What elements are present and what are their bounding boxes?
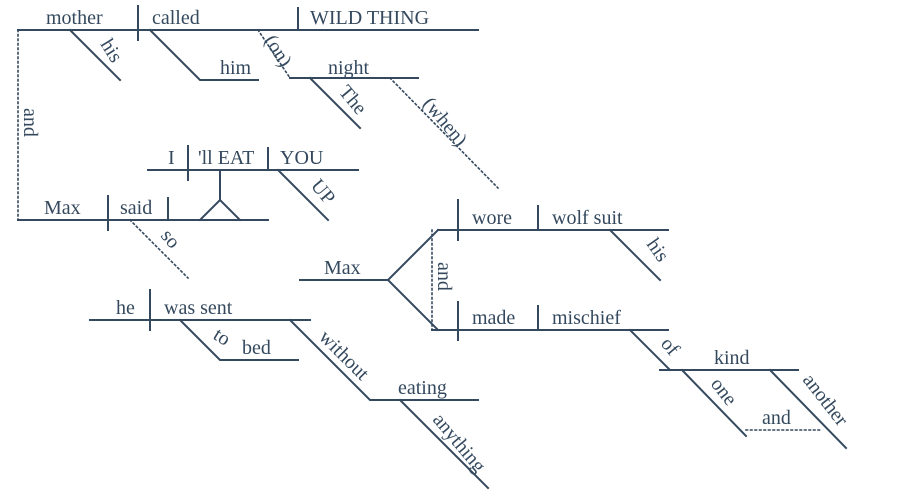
word-max-2: Max xyxy=(324,257,361,279)
modifier-line-one xyxy=(680,368,748,438)
pedestal-object-clause xyxy=(198,198,242,222)
clause-he-was-sent: he was sent to bed without eating anythi… xyxy=(89,289,490,490)
word-mischief: mischief xyxy=(552,307,621,329)
prepositional-line-to-bed xyxy=(178,318,299,361)
word-another: another xyxy=(798,370,852,431)
word-of: of xyxy=(656,333,684,360)
modifier-line-his-2 xyxy=(608,228,662,282)
word-so: so xyxy=(156,225,184,253)
word-the: The xyxy=(334,81,371,119)
word-on: (on) xyxy=(260,31,296,71)
word-night: night xyxy=(328,57,370,79)
modifier-line-his xyxy=(68,28,122,82)
modifier-line-the xyxy=(308,76,362,130)
preposition-line-of xyxy=(628,328,672,372)
word-i: I xyxy=(168,147,175,169)
word-his: his xyxy=(96,35,127,67)
word-when: (when) xyxy=(418,93,471,151)
clause-max-wore-made: Max and wore wolf suit his made mischief… xyxy=(299,199,853,450)
word-said: said xyxy=(120,197,152,219)
word-without: without xyxy=(314,326,373,385)
word-you: YOU xyxy=(280,147,324,169)
word-and-left: and xyxy=(19,108,41,137)
word-wore: wore xyxy=(472,207,512,229)
word-his-2: his xyxy=(642,234,674,266)
word-to: to xyxy=(209,324,234,351)
prepositional-line-without-eating xyxy=(288,318,479,401)
connector-on xyxy=(256,28,292,80)
word-one: one xyxy=(706,374,741,410)
word-kind: kind xyxy=(714,347,750,369)
word-bed: bed xyxy=(242,337,271,359)
word-anything: anything xyxy=(428,409,490,477)
connector-so xyxy=(128,218,190,280)
word-and-bottom: and xyxy=(762,407,791,429)
object-line-anything xyxy=(398,398,490,490)
modifier-line-up xyxy=(276,168,330,222)
word-made: made xyxy=(472,307,515,329)
clause-max-said: Max said I 'll EAT YOU UP so xyxy=(17,145,359,280)
word-and-mid: and xyxy=(433,262,455,291)
word-wild-thing: WILD THING xyxy=(310,7,429,29)
word-max-1: Max xyxy=(44,197,81,219)
word-mother: mother xyxy=(46,7,103,29)
word-was-sent: was sent xyxy=(164,297,233,319)
word-him: him xyxy=(220,57,252,79)
word-eating: eating xyxy=(398,377,447,399)
modifier-line-another xyxy=(768,368,848,450)
word-he: he xyxy=(116,297,135,319)
clause-mother-called: mother called WILD THING his him (on) ni… xyxy=(17,5,500,190)
word-ill-eat: 'll EAT xyxy=(198,147,254,169)
connector-when xyxy=(388,76,500,190)
word-wolf-suit: wolf suit xyxy=(552,207,623,229)
word-called: called xyxy=(152,7,200,29)
fork-compound-predicate xyxy=(386,228,440,332)
conjunction-and-left: and xyxy=(17,29,41,221)
object-line-him xyxy=(148,28,259,81)
